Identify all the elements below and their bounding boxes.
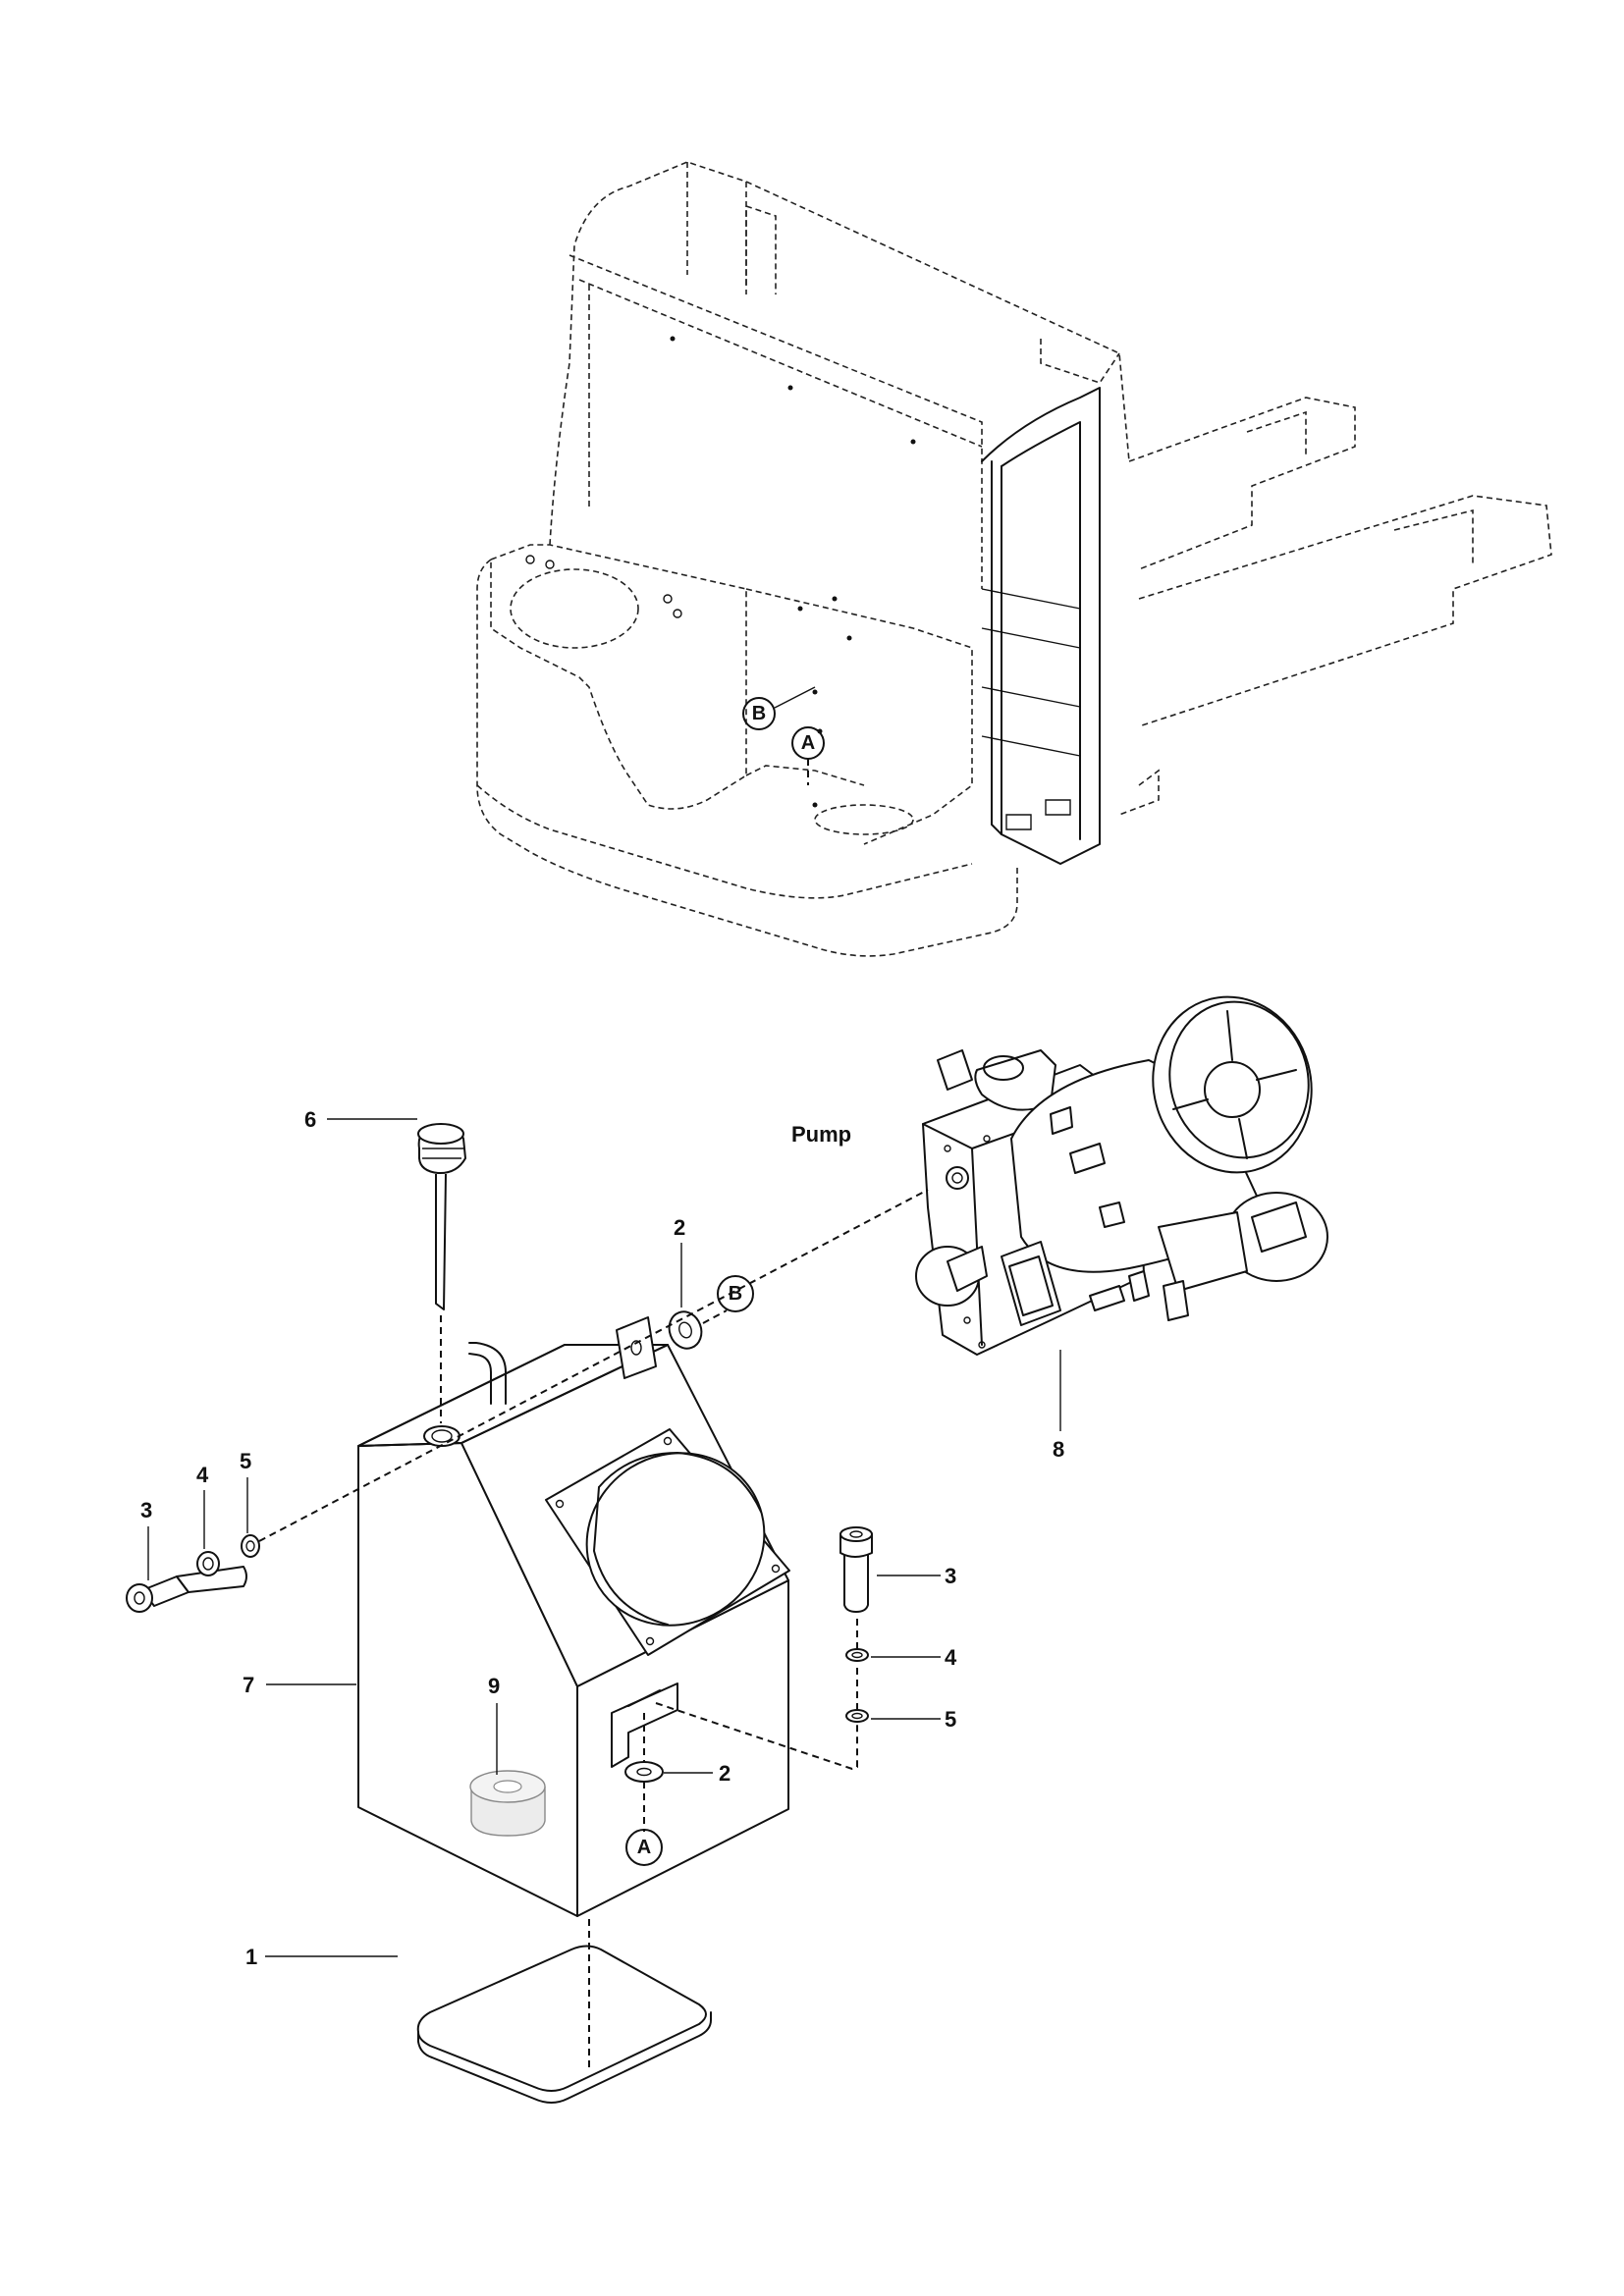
forks xyxy=(1118,397,1552,816)
mast xyxy=(981,387,1101,865)
part-9-label: 9 xyxy=(488,1674,500,1698)
part-1-label: 1 xyxy=(245,1945,257,1969)
part-6-dipstick xyxy=(417,1123,466,1310)
pump-assembly xyxy=(915,995,1328,1356)
part-4-washer-left xyxy=(196,1551,220,1576)
part-5-washer-right xyxy=(845,1709,869,1723)
part-1-cover-plate xyxy=(416,1945,712,2104)
part-9-filter xyxy=(469,1770,546,1837)
tank-callout-b: B xyxy=(717,1275,754,1312)
part-3-label-right: 3 xyxy=(945,1564,956,1588)
part-2-washer-bottom xyxy=(624,1761,664,1783)
part-5-label-left: 5 xyxy=(240,1449,251,1473)
part-labels: Pump 6 2 3 4 5 7 9 1 3 4 5 2 8 xyxy=(140,1107,1064,1969)
part-2-label-top: 2 xyxy=(674,1215,685,1240)
assembly-lines xyxy=(258,1189,929,2071)
frame-callout-b-label: B xyxy=(752,703,766,724)
part-6-label: 6 xyxy=(304,1107,316,1132)
tank-callout-a: A xyxy=(625,1829,663,1866)
oil-tank xyxy=(357,1316,790,1917)
part-5-label-right: 5 xyxy=(945,1707,956,1732)
tank-callout-a-label: A xyxy=(637,1837,651,1858)
tank-callout-b-label: B xyxy=(729,1283,742,1305)
part-8-label: 8 xyxy=(1053,1437,1064,1462)
part-4-label-right: 4 xyxy=(945,1645,957,1670)
part-4-label-left: 4 xyxy=(196,1463,209,1487)
part-4-washer-right xyxy=(845,1648,869,1662)
part-5-washer-left xyxy=(241,1534,260,1558)
pump-label: Pump xyxy=(791,1122,851,1147)
part-2-label-bottom: 2 xyxy=(719,1761,731,1786)
frame-callout-b: B xyxy=(742,686,816,730)
frame-callout-a-label: A xyxy=(801,732,815,754)
part-2-washer-top xyxy=(668,1310,703,1350)
part-3-bolt-right xyxy=(839,1526,873,1613)
frame-callout-a: A xyxy=(791,726,825,785)
truck-frame xyxy=(476,161,1130,957)
part-7-label: 7 xyxy=(243,1673,254,1697)
part-3-bolt-left xyxy=(126,1566,247,1613)
part-3-label-left: 3 xyxy=(140,1498,152,1522)
leader-lines xyxy=(147,1118,1061,1957)
